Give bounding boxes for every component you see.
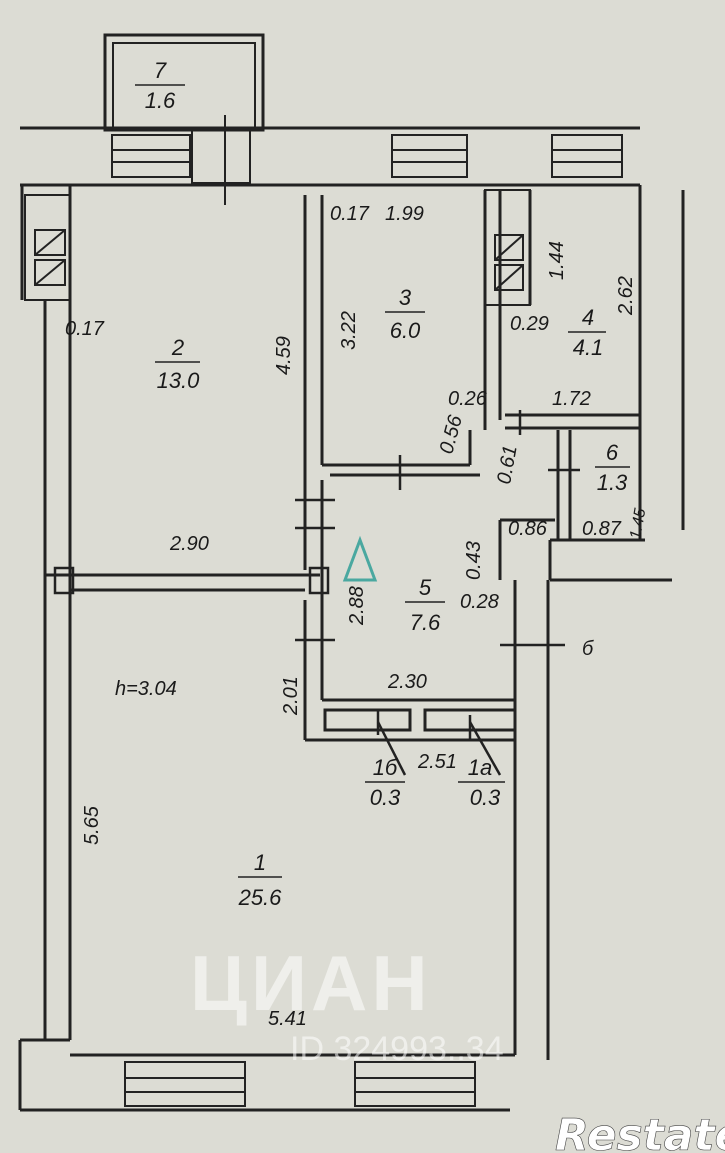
closet-1a-number: 1а — [468, 755, 492, 780]
room-labels: 7 1.6 2 13.0 3 6.0 4 4.1 6 1.3 5 7.6 1 2… — [135, 58, 630, 910]
cian-logo-icon — [342, 535, 378, 582]
cian-watermark: ЦИАН ID 324993..34 — [190, 535, 504, 1068]
dim-label: 1.44 — [546, 241, 568, 280]
watermark-text: ЦИАН — [190, 939, 432, 1027]
dimension-labels: 0.17 1.99 0.17 4.59 3.22 1.44 2.62 0.29 … — [65, 203, 649, 1030]
entrance-marker: б — [582, 638, 594, 660]
room-1-area: 25.6 — [238, 885, 283, 910]
room-4-number: 4 — [582, 305, 594, 330]
room-2-number: 2 — [171, 335, 184, 360]
room-7-area: 1.6 — [145, 88, 176, 113]
dim-label: 2.30 — [387, 671, 427, 693]
balcony-7 — [103, 33, 265, 132]
room-3-number: 3 — [399, 285, 412, 310]
room-3-area: 6.0 — [390, 318, 421, 343]
dim-label: 2.51 — [417, 751, 457, 773]
dim-label: 1.45 — [627, 507, 649, 541]
vent-shafts — [24, 189, 531, 306]
dim-label: 0.43 — [463, 541, 485, 580]
room-5-number: 5 — [419, 575, 432, 600]
dim-label: 0.26 — [448, 388, 488, 410]
room-2-area: 13.0 — [157, 368, 201, 393]
closet-1a-area: 0.3 — [470, 785, 501, 810]
watermark-id: ID 324993..34 — [290, 1030, 504, 1068]
ceiling-height-label: h=3.04 — [115, 678, 177, 700]
dim-label: 2.90 — [169, 533, 209, 555]
room-5-area: 7.6 — [410, 610, 441, 635]
dim-label: 0.28 — [460, 591, 499, 613]
room-6-area: 1.3 — [597, 470, 628, 495]
dim-label: 0.87 — [582, 518, 622, 540]
outer-walls — [18, 126, 685, 1112]
dim-label: 5.41 — [268, 1008, 307, 1030]
door-marks — [53, 410, 580, 776]
dim-label: 0.17 — [65, 318, 105, 340]
dim-label: 1.99 — [385, 203, 424, 225]
dim-label: 3.22 — [338, 311, 360, 350]
restate-logo: Restate — [555, 1110, 725, 1153]
dim-label: 5.65 — [81, 805, 103, 845]
dim-label: 0.86 — [508, 518, 548, 540]
windows — [111, 115, 623, 1107]
room-4-area: 4.1 — [573, 335, 604, 360]
dim-label: 4.59 — [273, 336, 295, 375]
dim-label: 0.17 — [330, 203, 370, 225]
dim-label: 0.29 — [510, 313, 549, 335]
brand-text: Restate — [555, 1110, 725, 1153]
closet-1b-area: 0.3 — [370, 785, 401, 810]
dim-label: 2.62 — [615, 276, 637, 316]
room-1-number: 1 — [254, 850, 266, 875]
dim-label: 1.72 — [552, 388, 591, 410]
dim-label: 2.01 — [280, 676, 302, 716]
dim-label: 2.88 — [346, 586, 368, 626]
room-7-number: 7 — [154, 58, 167, 83]
room-6-number: 6 — [606, 440, 619, 465]
closet-1b-number: 1б — [373, 755, 399, 780]
